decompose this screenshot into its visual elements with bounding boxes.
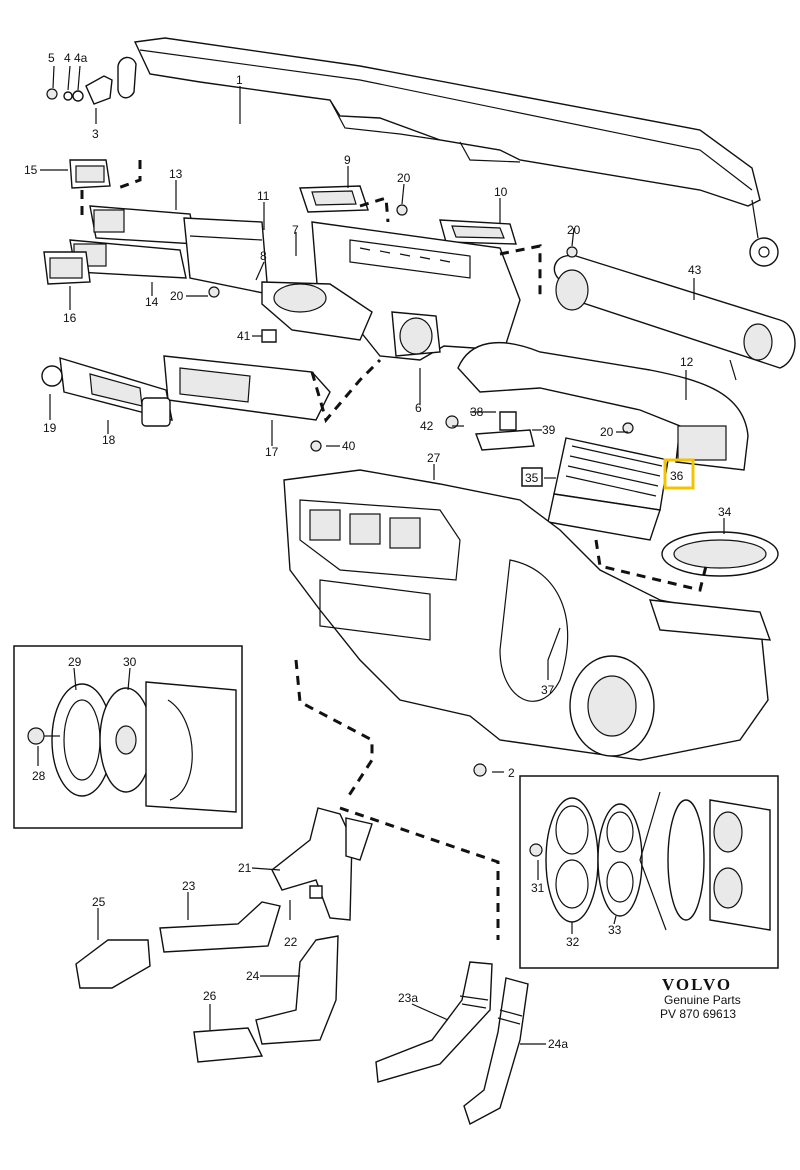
callout-20-b: 20	[397, 171, 411, 185]
callout-15: 15	[24, 163, 38, 177]
callout-11: 11	[257, 189, 270, 203]
right-duct-and-tube	[457, 254, 796, 471]
callout-8: 8	[260, 249, 267, 263]
callout-6: 6	[415, 401, 422, 415]
callout-26: 26	[203, 989, 217, 1003]
callout-23: 23	[182, 879, 196, 893]
callout-40: 40	[342, 439, 356, 453]
callout-18: 18	[102, 433, 116, 447]
callout-1: 1	[236, 73, 243, 87]
callout-33: 33	[608, 923, 622, 937]
left-ducts	[43, 159, 269, 295]
callout-28: 28	[32, 769, 46, 783]
brand-block: VOLVO Genuine Parts PV 870 69613	[660, 975, 741, 1021]
filter-assembly	[547, 437, 779, 577]
callout-32: 32	[566, 935, 580, 949]
brand-part-number: PV 870 69613	[660, 1007, 736, 1021]
floor-ducts	[75, 659, 529, 1126]
callout-38: 38	[470, 405, 484, 419]
callout-20-d: 20	[600, 425, 614, 439]
callout-27: 27	[427, 451, 441, 465]
callout-12: 12	[680, 355, 694, 369]
inset-left	[13, 645, 243, 829]
callout-5: 5	[48, 51, 55, 65]
callout-35: 35	[525, 471, 539, 485]
callout-37: 37	[541, 683, 555, 697]
front-vents	[41, 355, 382, 427]
callout-22: 22	[284, 935, 298, 949]
callout-24: 24	[246, 969, 260, 983]
callout-14: 14	[145, 295, 159, 309]
callout-23a: 23a	[398, 991, 418, 1005]
callout-34: 34	[718, 505, 732, 519]
brand-logo: VOLVO	[662, 975, 732, 994]
callout-41: 41	[237, 329, 251, 343]
clip-hardware	[46, 65, 113, 124]
fastener-hardware	[208, 204, 634, 777]
callout-4: 4	[64, 51, 71, 65]
callout-7: 7	[292, 223, 299, 237]
callout-35-box	[521, 467, 543, 487]
callout-36: 36	[670, 469, 684, 483]
callout-20-c: 20	[567, 223, 581, 237]
dashboard-panel	[117, 37, 779, 267]
highlight-box-36	[663, 458, 695, 490]
callout-19: 19	[43, 421, 57, 435]
callout-43: 43	[688, 263, 702, 277]
inset-right	[519, 775, 779, 969]
callout-24a: 24a	[548, 1037, 568, 1051]
callout-2: 2	[508, 766, 515, 780]
callout-42: 42	[420, 419, 434, 433]
callout-21: 21	[238, 861, 252, 875]
callout-20-a: 20	[170, 289, 184, 303]
callout-17: 17	[265, 445, 279, 459]
callout-25: 25	[92, 895, 106, 909]
callout-16: 16	[63, 311, 77, 325]
callout-29: 29	[68, 655, 82, 669]
callout-4a: 4a	[74, 51, 88, 65]
callout-3: 3	[92, 127, 99, 141]
leader-lines	[37, 86, 725, 1045]
brand-subtitle: Genuine Parts	[664, 993, 741, 1007]
callout-31: 31	[531, 881, 545, 895]
callout-39: 39	[542, 423, 556, 437]
callout-10: 10	[494, 185, 508, 199]
callout-labels: 1 2 3 4 4a 5 6 7 8 9 10 11 12 13 14 15 1…	[24, 51, 732, 1051]
callout-13: 13	[169, 167, 183, 181]
callout-9: 9	[344, 153, 351, 167]
heater-housing	[283, 469, 772, 761]
callout-30: 30	[123, 655, 137, 669]
heater-top-assembly	[261, 185, 542, 361]
